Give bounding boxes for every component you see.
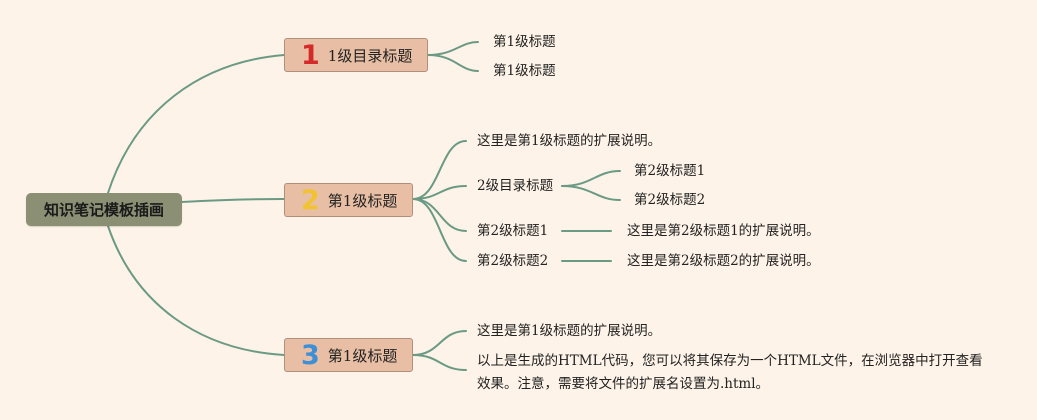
branch-2-row-2-title[interactable]: 第2级标题2 <box>477 253 549 269</box>
branch-1-node[interactable]: 1 1级目录标题 <box>284 38 428 72</box>
branch-2-sub-child-1[interactable]: 第2级标题1 <box>634 163 706 179</box>
number-1-icon: 1 <box>301 39 320 71</box>
branch-1-child-2[interactable]: 第1级标题 <box>493 63 556 79</box>
branch-3-paragraph[interactable]: 以上是生成的HTML代码，您可以将其保存为一个HTML文件，在浏览器中打开查看效… <box>477 353 983 392</box>
number-3-icon: 3 <box>301 339 320 371</box>
branch-2-description[interactable]: 这里是第1级标题的扩展说明。 <box>477 133 662 149</box>
branch-3-title: 第1级标题 <box>327 346 398 365</box>
branch-2-node[interactable]: 2 第1级标题 <box>284 183 413 217</box>
branch-2-sub-heading[interactable]: 2级目录标题 <box>477 178 554 194</box>
branch-1-child-1[interactable]: 第1级标题 <box>493 34 556 50</box>
branch-3-description[interactable]: 这里是第1级标题的扩展说明。 <box>477 323 662 339</box>
branch-1-title: 1级目录标题 <box>327 46 413 65</box>
branch-2-row-1-note[interactable]: 这里是第2级标题1的扩展说明。 <box>627 223 820 239</box>
number-2-icon: 2 <box>301 184 320 216</box>
branch-2-title: 第1级标题 <box>327 191 398 210</box>
branch-2-row-1-title[interactable]: 第2级标题1 <box>477 223 549 239</box>
root-label: 知识笔记模板插画 <box>43 201 164 219</box>
root-node[interactable]: 知识笔记模板插画 <box>26 193 182 226</box>
branch-3-node[interactable]: 3 第1级标题 <box>284 338 413 372</box>
branch-2-sub-child-2[interactable]: 第2级标题2 <box>634 192 706 208</box>
branch-2-row-2-note[interactable]: 这里是第2级标题2的扩展说明。 <box>627 253 820 269</box>
